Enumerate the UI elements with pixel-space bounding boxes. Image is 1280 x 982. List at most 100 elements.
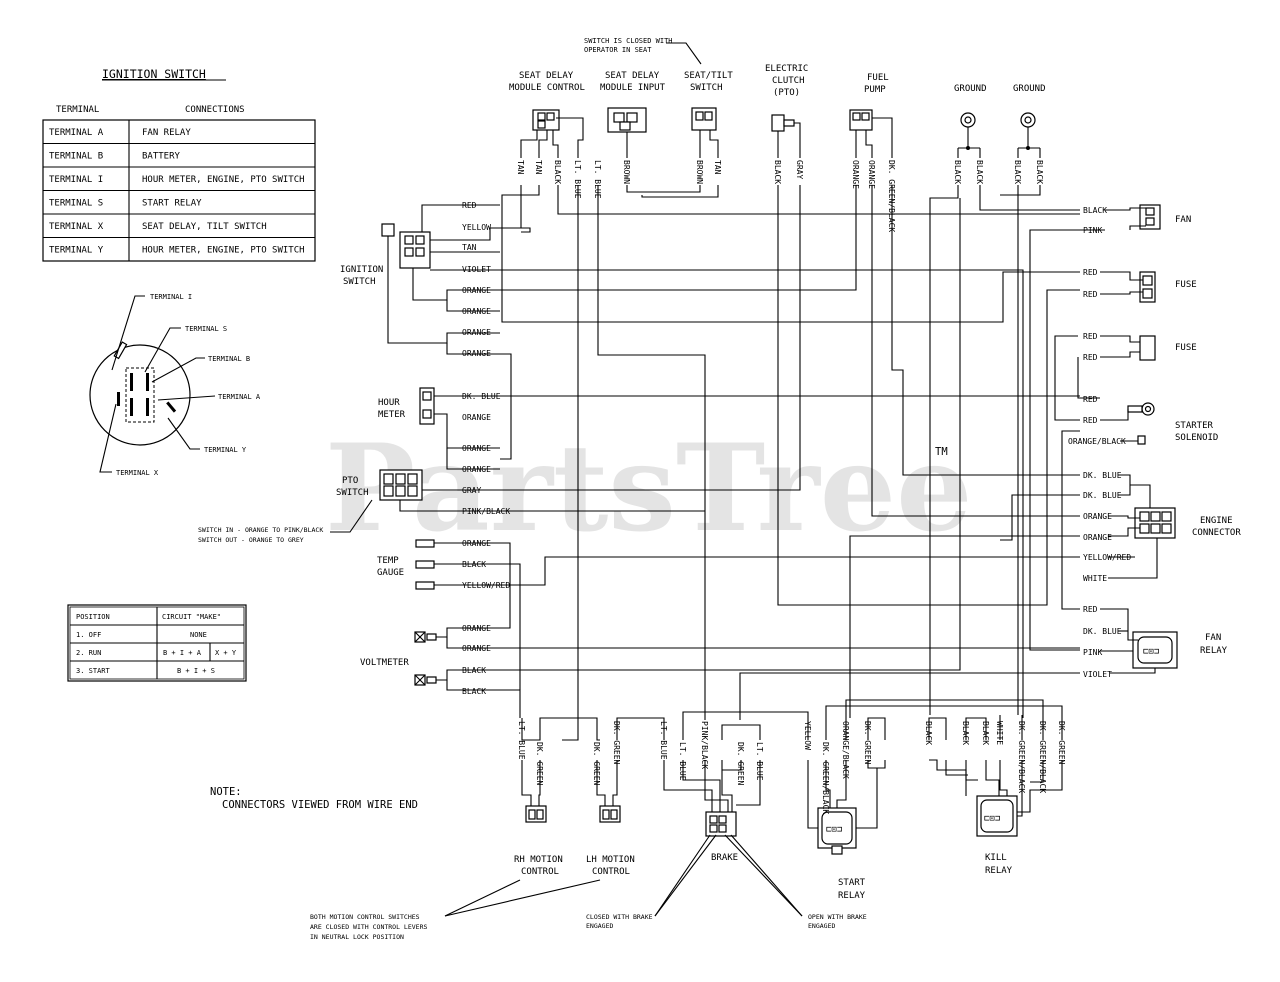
ignition-row-connection: HOUR METER, ENGINE, PTO SWITCH [142, 175, 305, 185]
position-table: POSITION CIRCUIT "MAKE" 1. OFF NONE 2. R… [67, 604, 247, 682]
lh-motion-label-2: CONTROL [592, 867, 630, 877]
position-start: 3. START [76, 667, 111, 675]
wire-label: LT. BLUE [517, 721, 526, 760]
wire-label: ORANGE [462, 307, 491, 316]
wire-label: DK. BLUE [462, 392, 501, 401]
rh-motion-label-1: RH MOTION [514, 855, 563, 865]
wire-label: DK. GREEN/BLACK [1017, 721, 1026, 793]
clutch-connector [771, 114, 785, 132]
wire-label: BLACK [462, 687, 486, 696]
right-components: FAN FUSE FUSE STARTER SOLENOID ENGINE CO… [1127, 204, 1241, 669]
brake-closed-note-2: ENGAGED [586, 922, 613, 930]
wire-label: ORANGE [867, 160, 876, 189]
engine-label-1: ENGINE [1200, 516, 1233, 526]
wire-label: YELLOW [803, 721, 812, 750]
wire-label: ORANGE [462, 539, 491, 548]
ignition-label-1: IGNITION [340, 265, 383, 275]
wire-label: DK. GREEN [863, 721, 872, 765]
wire-label: BLACK [553, 160, 562, 184]
clutch-label-3: (PTO) [773, 88, 800, 98]
ignition-row-terminal: TERMINAL S [49, 199, 103, 209]
wire-label: VIOLET [1083, 670, 1112, 679]
top-components: SWITCH IS CLOSED WITH OPERATOR IN SEAT S… [509, 37, 1046, 133]
motion-note-3: IN NEUTRAL LOCK POSITION [310, 933, 404, 941]
wire-label: ORANGE/BLACK [1068, 437, 1126, 446]
ignition-row-connection: BATTERY [142, 152, 181, 162]
pto-label-2: SWITCH [336, 488, 369, 498]
switch-face: TERMINAL I TERMINAL S TERMINAL B TERMINA… [89, 293, 261, 477]
wire-label: BLACK [1083, 206, 1107, 215]
wire-label: RED [1083, 395, 1098, 404]
wire-label: BLACK [462, 666, 486, 675]
wire-label: PINK/BLACK [462, 507, 510, 516]
position-run-circuit-2: X + Y [215, 649, 237, 657]
wire-label: LT. BLUE [755, 742, 764, 781]
ignition-row-connection: FAN RELAY [142, 128, 191, 138]
pto-label-1: PTO [342, 476, 358, 486]
ignition-row-terminal: TERMINAL B [49, 152, 103, 162]
voltmeter-label: VOLTMETER [360, 658, 409, 668]
clutch-label-1: ELECTRIC [765, 64, 808, 74]
brake-label: BRAKE [711, 853, 738, 863]
clutch-label-2: CLUTCH [772, 76, 805, 86]
wire-label: TAN [462, 243, 477, 252]
fuse-2-connector [1139, 335, 1156, 361]
wire-label: DK. BLUE [1083, 627, 1122, 636]
hour-meter-label-1: HOUR [378, 398, 400, 408]
wire-label: RED [1083, 332, 1098, 341]
wire-label: ORANGE [851, 160, 860, 189]
seat-delay-control-label-1: SEAT DELAY [519, 71, 574, 81]
svg-text:⊏⊡⊐: ⊏⊡⊐ [984, 814, 1000, 824]
seat-tilt-label-2: SWITCH [690, 83, 723, 93]
seat-switch-note-2: OPERATOR IN SEAT [584, 46, 652, 54]
brake-closed-note-1: CLOSED WITH BRAKE [586, 913, 653, 921]
seat-delay-control-connector [532, 109, 560, 131]
ground-1-label: GROUND [954, 84, 987, 94]
rh-motion-label-2: CONTROL [521, 867, 559, 877]
wires [387, 117, 1158, 829]
wire-label: ORANGE [462, 286, 491, 295]
fan-connector [1139, 204, 1161, 230]
svg-text:⊏⊡⊐: ⊏⊡⊐ [1143, 647, 1159, 657]
wire-label: DK. GREEN [592, 742, 601, 786]
wire-label: BLACK [462, 560, 486, 569]
wire-label: BLACK [924, 721, 933, 745]
wire-label: YELLOW/RED [1083, 553, 1131, 562]
ignition-row-terminal: TERMINAL A [49, 128, 104, 138]
wire-label: ORANGE [1083, 533, 1112, 542]
wire-label: BLACK [953, 160, 962, 184]
ignition-table-rows: TERMINAL A FAN RELAY TERMINAL B BATTERY TERM… [43, 128, 315, 256]
lh-motion-label-1: LH MOTION [586, 855, 635, 865]
fuse-1-label: FUSE [1175, 280, 1197, 290]
seat-delay-input-label-1: SEAT DELAY [605, 71, 660, 81]
switch-face-terminal-y: TERMINAL Y [204, 446, 247, 454]
wire-label: RED [1083, 353, 1098, 362]
switch-face-terminal-a: TERMINAL A [218, 393, 261, 401]
ignition-row-terminal: TERMINAL X [49, 222, 104, 232]
pto-note-1: SWITCH IN - ORANGE TO PINK/BLACK [198, 526, 323, 534]
switch-face-terminal-x: TERMINAL X [116, 469, 159, 477]
temp-label-1: TEMP [377, 556, 399, 566]
ignition-row-terminal: TERMINAL Y [49, 246, 104, 256]
switch-face-terminal-s: TERMINAL S [185, 325, 227, 333]
seat-delay-input-label-2: MODULE INPUT [600, 83, 666, 93]
wire-label: GRAY [795, 160, 804, 179]
note-text: CONNECTORS VIEWED FROM WIRE END [222, 799, 418, 811]
position-off-circuit: NONE [190, 631, 207, 639]
ground-2-label: GROUND [1013, 84, 1046, 94]
wire-label: BROWN [622, 160, 631, 184]
ignition-row-connection: SEAT DELAY, TILT SWITCH [142, 222, 267, 232]
fuel-pump-label-1: FUEL [867, 73, 889, 83]
pto-note-2: SWITCH OUT - ORANGE TO GREY [198, 536, 304, 544]
fuse-2-label: FUSE [1175, 343, 1197, 353]
wire-label: DK. GREEN [535, 742, 544, 786]
ignition-table-title: IGNITION SWITCH [102, 67, 206, 81]
kill-relay-label-2: RELAY [985, 866, 1013, 876]
wire-label: BLACK [1035, 160, 1044, 184]
ignition-row-terminal: TERMINAL I [49, 175, 103, 185]
wire-label: ORANGE [462, 624, 491, 633]
fuel-pump-label-2: PUMP [864, 85, 886, 95]
wire-label: DK. GREEN/BLACK [1038, 721, 1047, 793]
